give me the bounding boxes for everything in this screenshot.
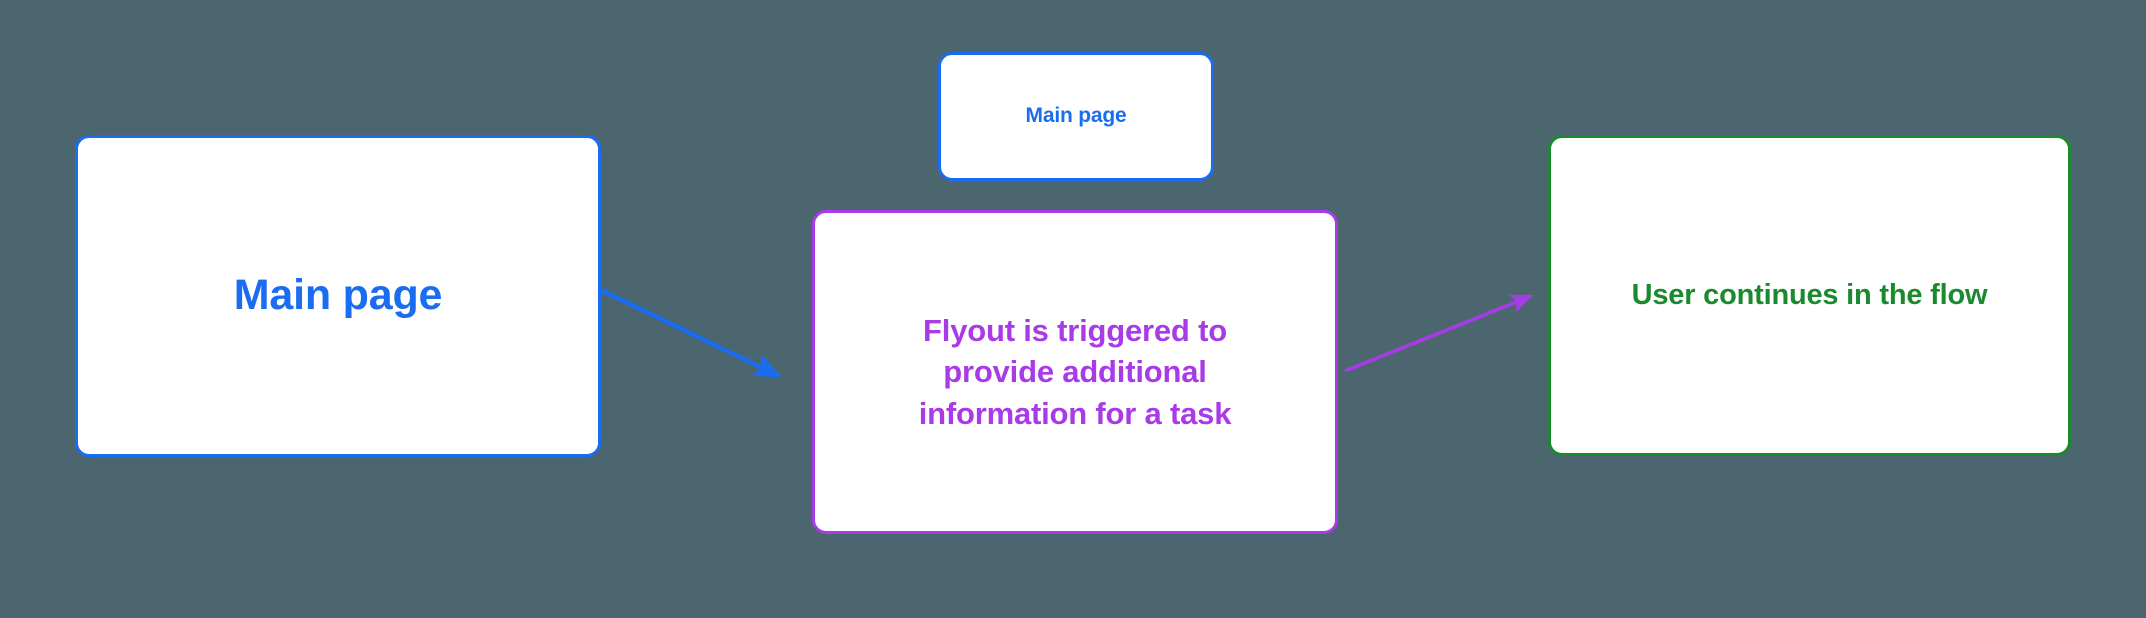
node-main-page-left[interactable]: Main page	[75, 135, 601, 457]
node-flyout-label: Flyout is triggered to provide additiona…	[918, 313, 1232, 431]
edge-flyout-to-continue	[1344, 294, 1534, 373]
node-flyout[interactable]: Flyout is triggered to provide additiona…	[812, 210, 1338, 534]
node-main-page-top-label: Main page	[1025, 104, 1127, 128]
node-main-page-left-label: Main page	[233, 271, 443, 320]
edge-main-to-flyout	[600, 287, 783, 379]
node-user-continues[interactable]: User continues in the flow	[1548, 135, 2071, 456]
node-main-page-top[interactable]: Main page	[938, 52, 1214, 181]
node-user-continues-label: User continues in the flow	[1631, 278, 1988, 311]
